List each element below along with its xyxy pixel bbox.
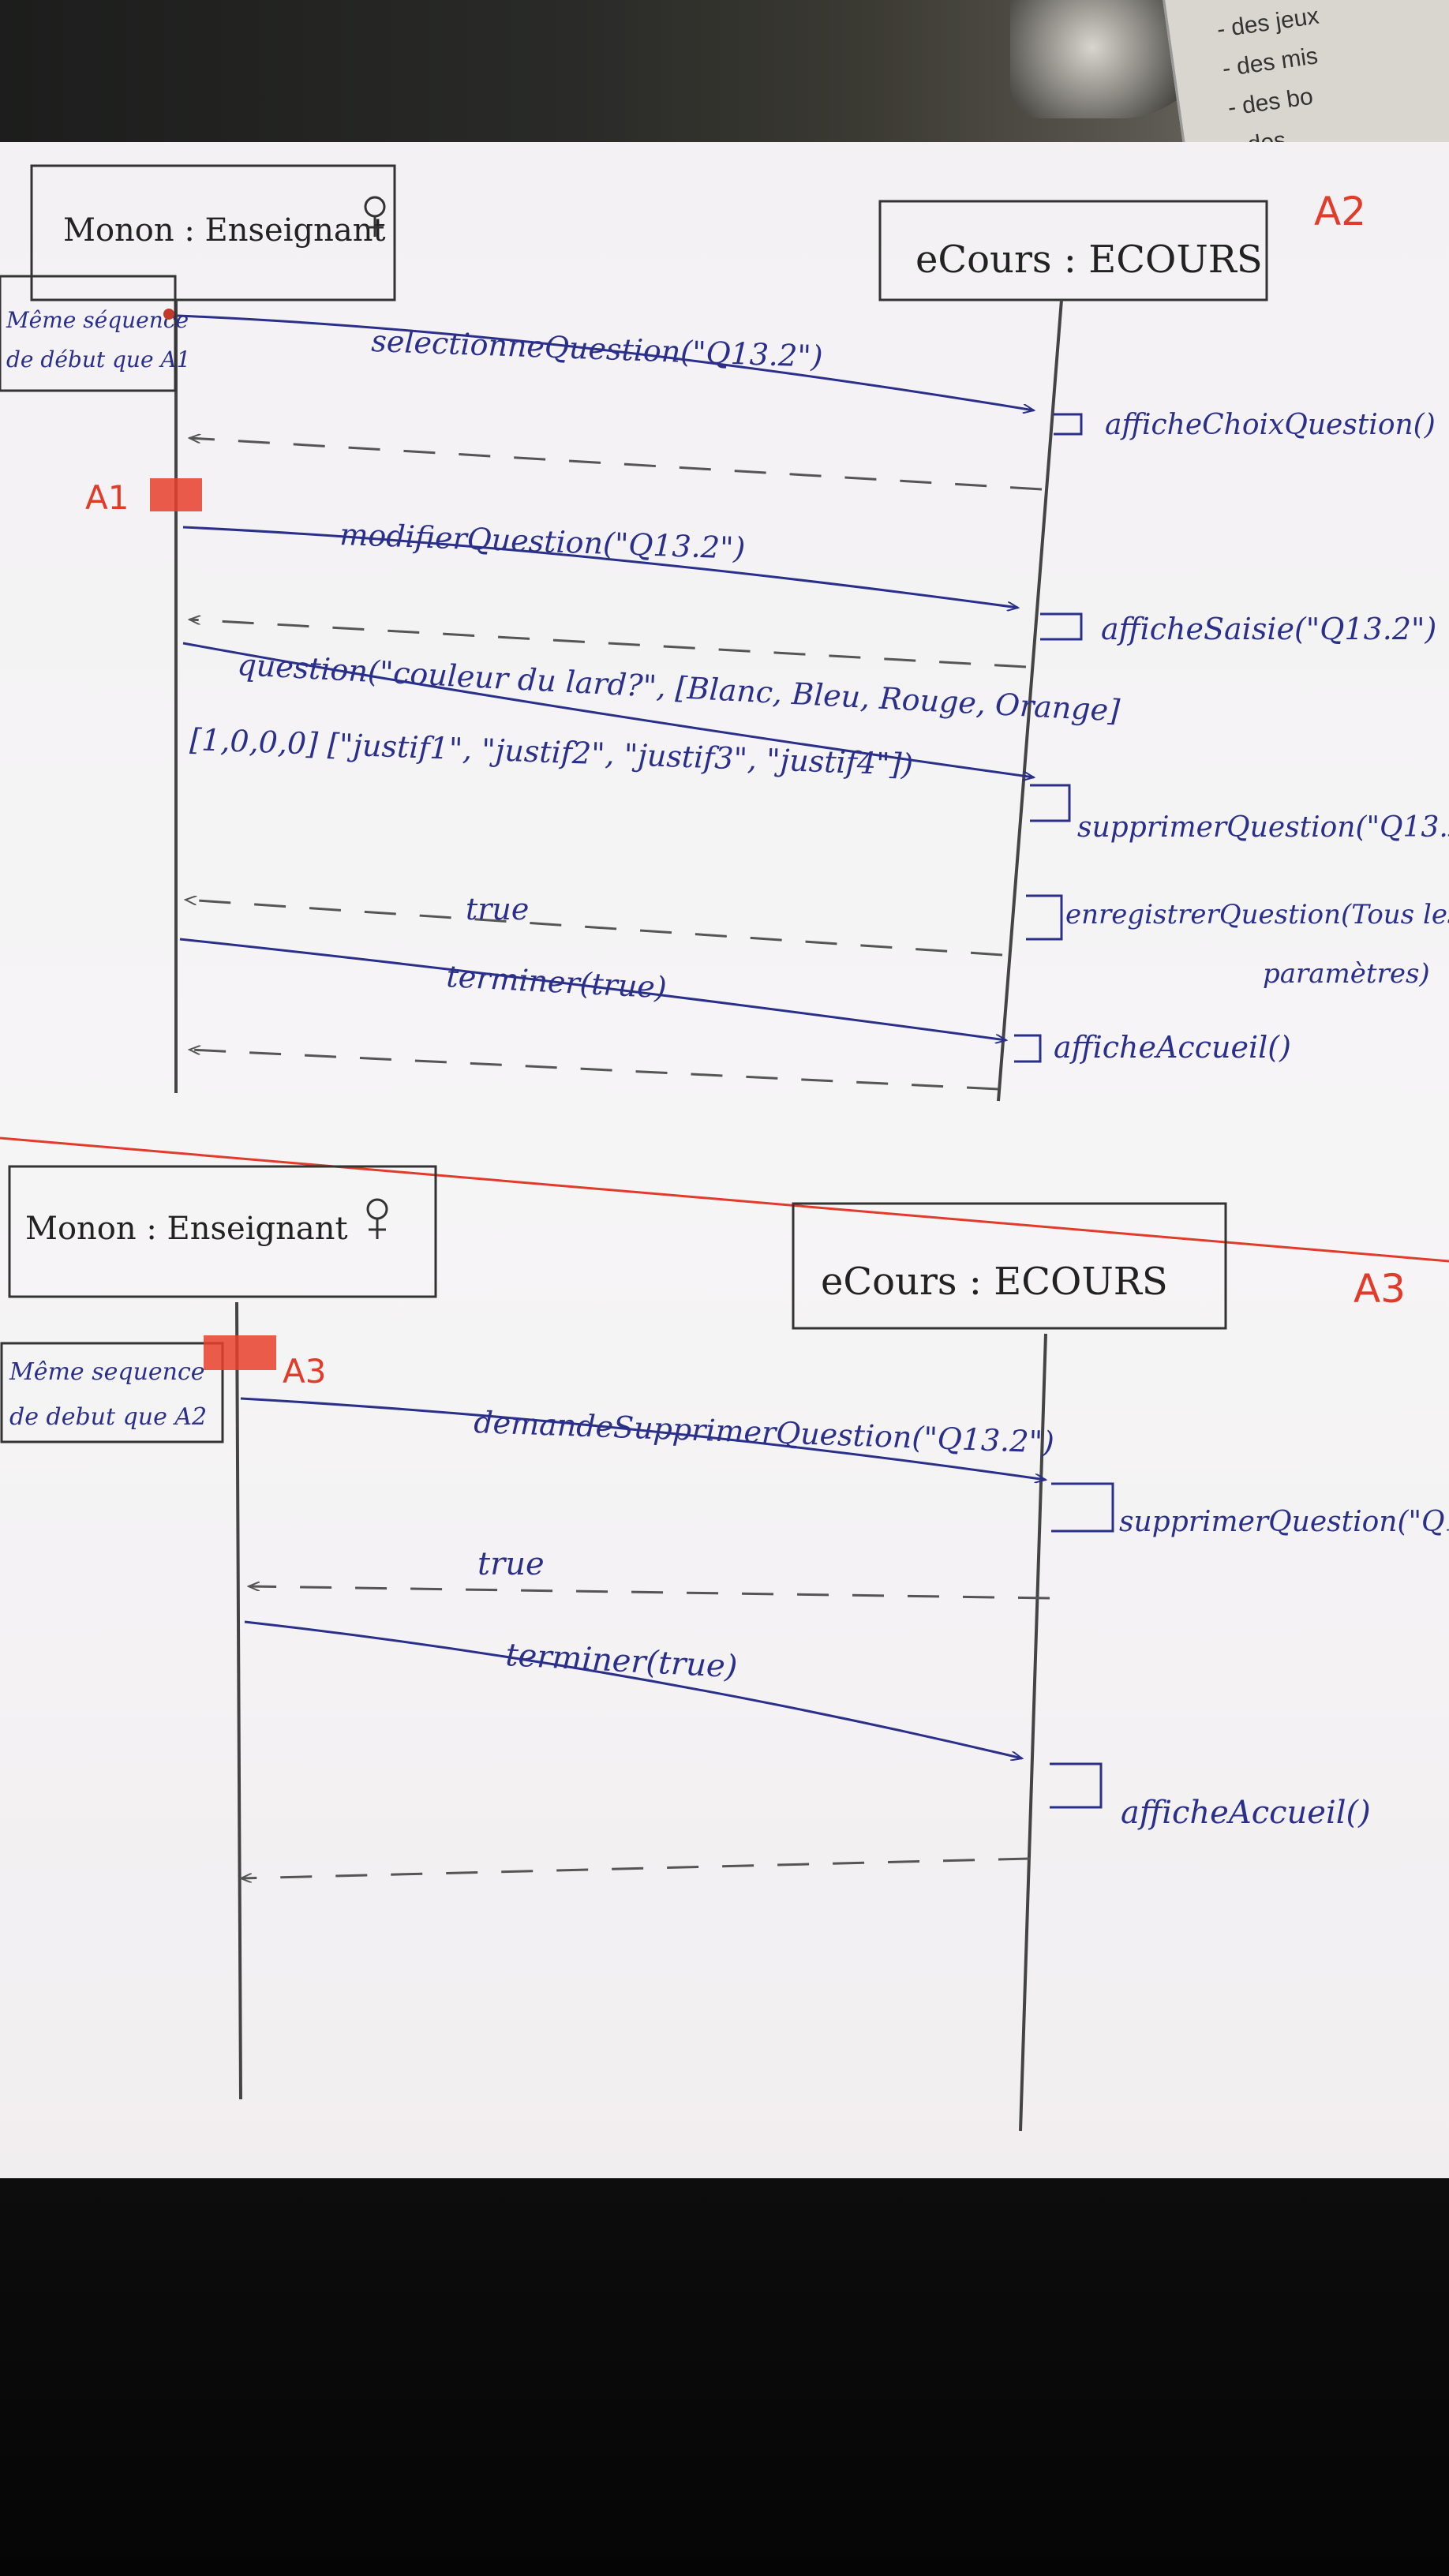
female-symbol-icon [366,1198,388,1220]
note-a2: Même séquence de début que A1 [0,275,190,392]
note-box [0,275,177,392]
lifeline-title: Monon : Enseignant [25,1211,348,1247]
lifeline-title: eCours : ECOURS [915,238,1263,282]
lifeline-line-ecours [997,299,1063,1102]
separator-line [0,1136,1449,1263]
message-arrow [240,1397,1046,1480]
self-call-bracket [1030,784,1071,822]
note-line-2: de début que A1 [6,346,190,373]
self-call-bracket [1054,413,1083,436]
self-call-bracket [1051,1482,1114,1533]
page-tag-a2: A2 [1314,189,1366,234]
message-arrow [182,526,1018,608]
message-label: selectionneQuestion("Q13.2") [371,324,824,374]
return-arrow [241,1857,1031,1878]
return-arrow [249,1586,1050,1600]
self-call-label: afficheSaisie("Q13.2") [1101,612,1436,646]
message-arrow [182,642,1034,777]
note-anchor-dot [163,309,174,320]
return-arrow [189,438,1043,491]
diagram-a2: A2 Monon : Enseignant eCours : ECOURS Mê… [0,164,1449,1102]
self-call-label: paramètres) [1263,958,1430,990]
lifeline-teacher-a3: Monon : Enseignant [8,1165,437,1298]
return-label: true [466,892,529,927]
message-label: modifierQuestion("Q13.2") [339,517,746,566]
lifeline-box [878,200,1268,301]
lifeline-teacher-a2: Monon : Enseignant [30,164,396,301]
self-call-label: supprimerQuestion("Q13.2") [1077,811,1449,844]
self-call-label: enregistrerQuestion(Tous les [1065,899,1449,930]
red-marker [150,478,202,511]
note-line-1: Même séquence [6,307,189,333]
fragment-label-a1: A1 [85,478,129,517]
lifeline-title: eCours : ECOURS [821,1260,1168,1304]
page-tag-a3: A3 [1354,1266,1406,1312]
lifeline-ecours-a2: eCours : ECOURS [878,200,1268,301]
message-label: terminer(true) [446,959,668,1005]
self-call-label: afficheAccueil() [1054,1030,1291,1065]
lifeline-box [8,1165,437,1298]
message-label: terminer(true) [504,1637,738,1685]
note-line-1: Même sequence [9,1358,205,1386]
message-label: demandeSupprimerQuestion("Q13.2") [474,1405,1055,1460]
note-box [0,1342,224,1443]
note-a3: Même sequence de debut que A2 [0,1342,224,1443]
lifeline-box [792,1202,1227,1330]
return-arrow [189,620,1027,668]
message-label: [1,0,0,0] ["justif1", "justif2", "justif… [189,722,914,782]
red-marker [204,1335,276,1370]
lifeline-line-teacher [235,1301,242,2100]
self-call-label: afficheAccueil() [1121,1795,1371,1831]
self-call-bracket [1014,1034,1042,1063]
lifeline-line-ecours [1019,1333,1047,2132]
lifeline-box [30,164,396,301]
desk-background-bottom [0,2178,1449,2576]
lifeline-ecours-a3: eCours : ECOURS [792,1202,1227,1330]
note-line-2: de debut que A2 [9,1403,207,1431]
return-arrow [185,900,1003,957]
self-call-label: afficheChoixQuestion() [1105,409,1436,441]
lifeline-title: Monon : Enseignant [63,212,386,249]
message-arrow [177,314,1034,410]
self-call-bracket [1050,1762,1103,1809]
return-arrow [189,1050,999,1091]
message-arrow [244,1620,1022,1758]
self-call-bracket [1026,894,1063,941]
message-arrow [179,938,1006,1040]
self-call-label: supprimerQuestion("Q13.2") [1119,1506,1449,1538]
message-label: question("couleur du lard?", [Blanc, Ble… [237,647,1121,728]
self-call-bracket [1040,612,1083,641]
fragment-label-a3: A3 [283,1352,326,1391]
diagram-a3: A3 Monon : Enseignant eCours : ECOURS Mê… [0,1165,1449,2132]
return-label: true [477,1546,545,1582]
